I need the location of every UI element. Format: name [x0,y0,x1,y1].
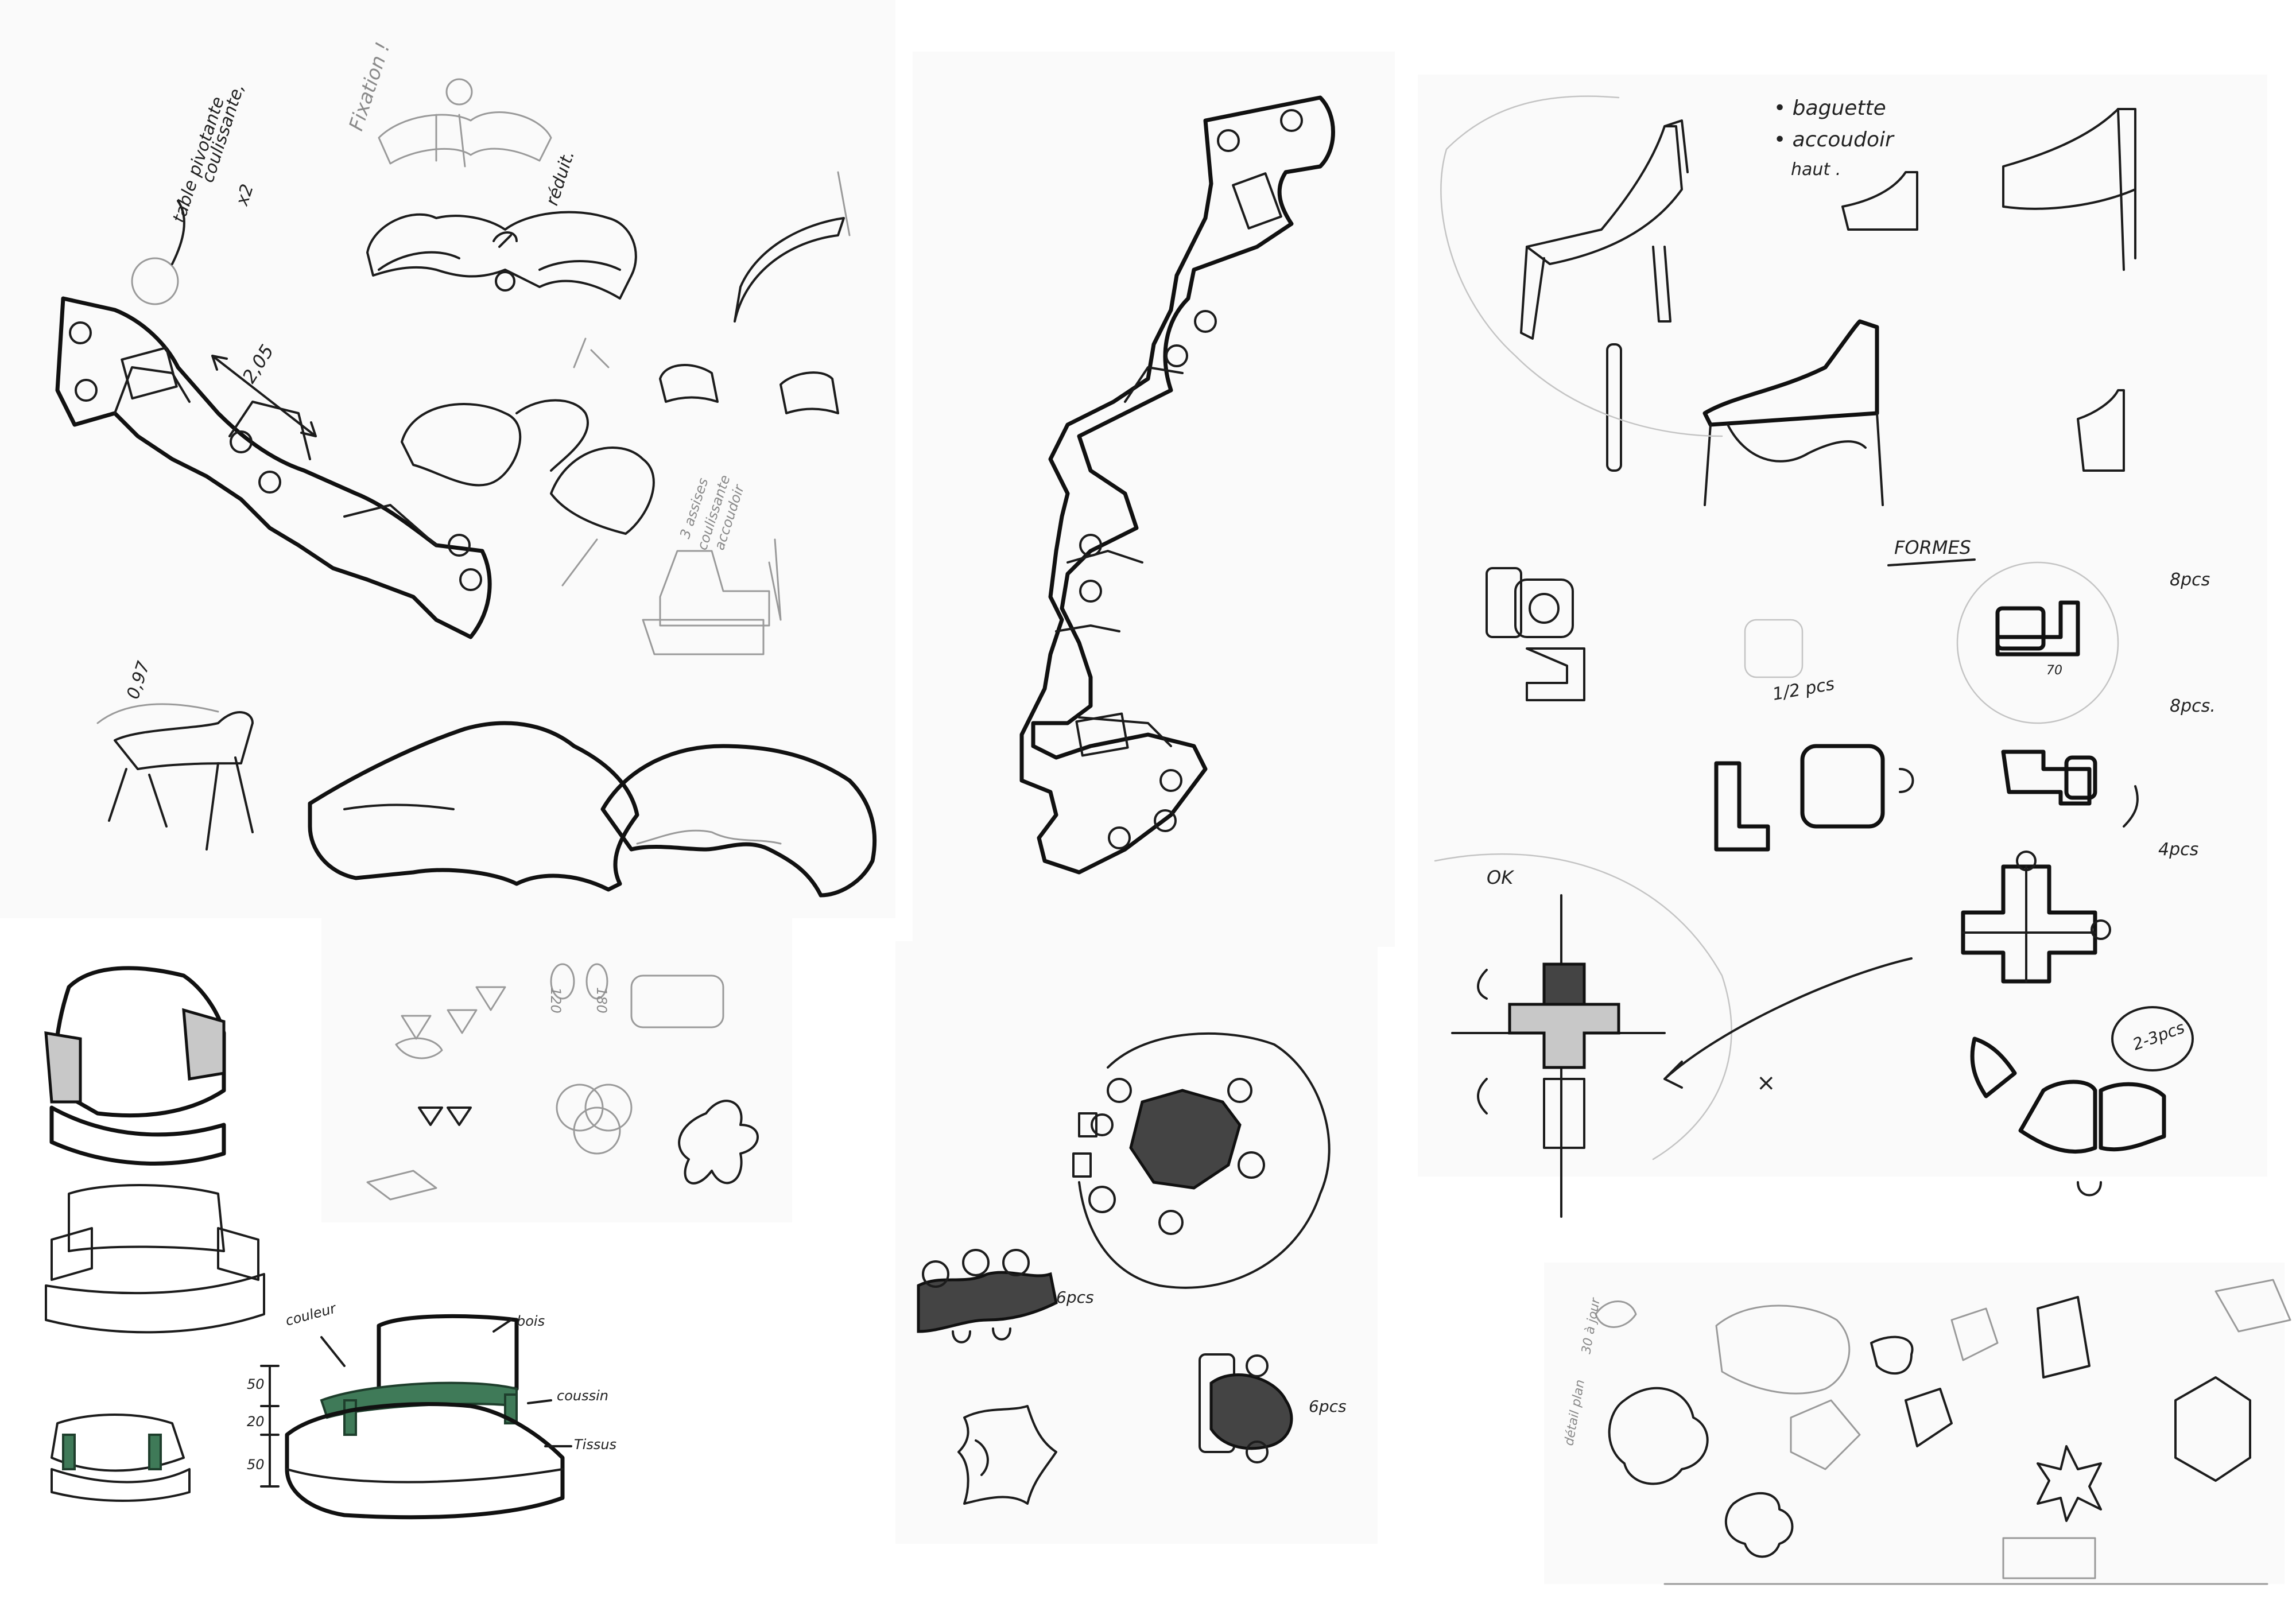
sketch-tube-leg [1606,343,1622,472]
sketch-pencil-studies [1595,1279,2291,1585]
leader-lines [320,1319,572,1447]
label-6pcs-b: 6pcs [1309,1397,1347,1416]
sketch-long-bench [55,296,492,639]
sketch-chair-front [1702,319,1884,506]
sketch-chair-side-a [1520,119,1689,340]
label-baguette: • baguette [1774,96,1886,120]
label-tissus: Tissus [574,1436,616,1453]
label-180: 180 [594,987,610,1014]
label-120: 120 [548,987,564,1014]
sketch-bench-fixation [378,78,552,168]
sketch-shape-studies [366,963,759,1201]
sketch-bench-reduit [366,211,637,300]
dimension-stack [260,1365,280,1488]
label-d50b: 50 [247,1457,265,1473]
sketch-form-cross-4pcs [1961,851,2111,984]
collage-panels [0,0,2285,1584]
label-ok: OK [1487,867,1515,888]
label-haut: haut . [1791,160,1841,180]
formes-underline [1887,558,1976,566]
circle-guide [1440,95,1723,437]
arrow-table [171,200,185,265]
sketch-bench-6pcs-a [917,1249,1058,1344]
label-x-mark: × [1756,1070,1776,1096]
sketch-wave-bench [308,721,877,898]
sketch-round-table [1072,1032,1331,1289]
sketch-sofa-green-small [51,1414,191,1502]
label-4pcs: 4pcs [2158,840,2198,860]
label-8pcs-b: 8pcs. [2170,696,2216,716]
sketch-star-seat [957,1405,1057,1505]
sketch-small-seats [659,364,839,414]
sketch-lounge-chair [96,703,254,851]
label-8pcs-a: 8pcs [2170,570,2210,590]
label-bois: bois [517,1313,545,1329]
sketch-armrest-curve [734,171,851,323]
label-accoudoir: • accoudoir [1774,128,1895,152]
sketch-form-ok-cross [1434,853,1732,1218]
sketch-sofa-outline [45,1184,265,1334]
dimension-205 [211,355,317,437]
label-d20: 20 [247,1414,265,1430]
flower-motifs [69,321,482,591]
label-6pcs-a: 6pcs [1056,1288,1094,1307]
label-couleur: couleur [284,1300,339,1329]
sketch-form-half [1714,619,1914,852]
sketch-sofa-dark [44,966,226,1166]
label-formes: FORMES [1894,537,1971,558]
sketch-chair-6pcs-b [1199,1353,1293,1463]
round-side-table [131,257,179,305]
sketch-small-armrest [1841,171,2125,472]
sketch-form-8pcs-b [2001,750,2139,828]
label-70: 70 [2046,663,2062,678]
sketch-winding-bench [1019,95,1335,875]
label-d50a: 50 [247,1376,265,1392]
sketch-form-2-3pcs [1970,1006,2194,1197]
arrow-to-ok [1663,957,1913,1089]
sketch-cushions-loop [401,337,655,587]
sketch-chair-side-b [2002,108,2136,271]
sketch-form-square-l [1486,567,1585,701]
label-coussin: coussin [557,1388,608,1404]
flower-motifs-mid [1079,109,1303,849]
sketch-sofa-detailed [285,1314,565,1520]
sketch-armchair-pencil [642,538,782,655]
sketch-form-8pcs-a [1956,561,2119,724]
